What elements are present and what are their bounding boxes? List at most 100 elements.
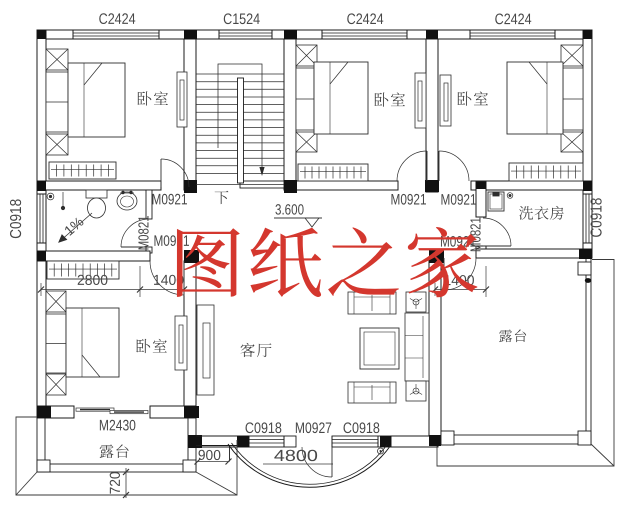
dim-tick [482, 286, 490, 293]
wall-stair-right [283, 38, 297, 191]
door-bedroom-ne-swing [438, 150, 470, 182]
toilet-tank [85, 189, 108, 199]
door-label-m0921-3: M0921 [441, 192, 477, 209]
glyph-客 [240, 342, 255, 358]
corner-post [577, 261, 592, 276]
side-table-se-blade [415, 390, 423, 395]
column [184, 406, 199, 418]
corner-post [577, 430, 592, 446]
column [476, 182, 486, 189]
wall-living-bottom-win1 [248, 435, 297, 448]
dim-label-1400-l: 1400 [153, 273, 184, 289]
porch-arc-inner [231, 442, 388, 485]
wall-top [36, 29, 593, 40]
door-label-m0921-2: M0921 [391, 192, 427, 209]
wall-mid-3 [470, 180, 593, 191]
column [37, 181, 46, 191]
wall-terrace-se-bottom [440, 434, 592, 445]
window-label-c0918-b1: C0918 [245, 420, 282, 437]
column [583, 181, 592, 191]
room-label-bedroom-nw [137, 91, 168, 106]
door-label-m0821-1: M0821 [137, 215, 153, 250]
column [583, 30, 592, 39]
glyph-室 [152, 338, 167, 353]
room-label-bedroom-n [374, 92, 405, 107]
dim-tick [122, 468, 130, 476]
door-label-m0921-1: M0921 [152, 191, 188, 208]
dim-label-2800: 2800 [77, 273, 108, 289]
tv-sw [178, 324, 184, 364]
slope-arrow-head [58, 234, 68, 243]
dim-tick [194, 458, 201, 465]
furniture [45, 44, 584, 404]
glyph-卧 [374, 92, 389, 107]
column [37, 30, 46, 39]
downspout-dot [584, 278, 592, 283]
door-bathroom-swing [120, 218, 150, 248]
porch-arc-outer [227, 443, 392, 488]
wall-terrace-sw-bottom [36, 463, 197, 473]
closet-ne-2-d2 [560, 131, 584, 153]
glyph-纸 [250, 227, 322, 298]
bed-sw [65, 307, 120, 378]
corner-post [182, 459, 197, 473]
stair-down-arrow [259, 167, 265, 176]
dimension-lines [37, 217, 490, 499]
basin-tap2 [129, 190, 133, 195]
side-table-se-blade [409, 390, 417, 395]
closet-nw-1-d2 [45, 48, 69, 71]
glyph-台 [116, 444, 129, 459]
window-label-c2424-2: C2424 [347, 11, 384, 28]
wall-laundry-bottom [475, 248, 593, 259]
column [184, 180, 197, 193]
floor-drain-dot [48, 194, 53, 199]
bed-n [313, 61, 369, 135]
glyph-露 [499, 329, 513, 343]
tv-living [202, 322, 211, 379]
bed-sw-fold [81, 354, 101, 378]
eave-diag-sw2 [195, 471, 238, 496]
wall-bedrooms-divider [425, 38, 439, 193]
room-label-terrace-se [499, 329, 527, 343]
column [429, 435, 441, 446]
glyph-室 [473, 91, 488, 106]
bed-nw-fold [83, 62, 103, 86]
room-label-bedroom-sw [136, 338, 167, 354]
window-label-c0918-left: C0918 [8, 199, 25, 239]
bed-ne [506, 61, 564, 135]
door-label-m0927: M0927 [295, 420, 332, 437]
closet-n-2-d2 [295, 131, 318, 153]
glyph-卧 [136, 338, 151, 354]
door-label-m0921-4: M0921 [154, 233, 190, 250]
room-label-bedroom-ne [457, 91, 488, 106]
door-bedroom-n-swing [396, 150, 428, 182]
door-laundry-swing [482, 217, 512, 247]
tv-nw [179, 79, 185, 121]
eave-terrace-sw [15, 416, 238, 496]
stair-label-down [214, 190, 229, 205]
glyph-室 [153, 91, 168, 106]
glyph-卧 [137, 91, 152, 106]
glyph-图 [176, 228, 240, 297]
window-label-c2424-3: C2424 [495, 11, 532, 28]
bed-n-fold [329, 61, 349, 85]
basin [116, 191, 138, 211]
floor-drain [46, 192, 55, 201]
basin-tap1 [121, 190, 125, 195]
room-label-laundry [519, 205, 564, 220]
column [237, 436, 249, 447]
dim-tick [225, 458, 232, 465]
level-triangle [304, 217, 320, 228]
eaves [15, 259, 615, 496]
column [188, 435, 202, 448]
closet-n-1-d2 [295, 44, 318, 67]
column [184, 250, 199, 263]
closet-sw-1-d2 [45, 290, 67, 313]
eave-diag-se [590, 443, 615, 467]
column [284, 30, 297, 39]
dim-tick [136, 286, 144, 293]
window-label-c0918-right: C0918 [589, 197, 606, 237]
wall-mid-2 [295, 180, 399, 191]
door-entry-swing [301, 446, 333, 478]
